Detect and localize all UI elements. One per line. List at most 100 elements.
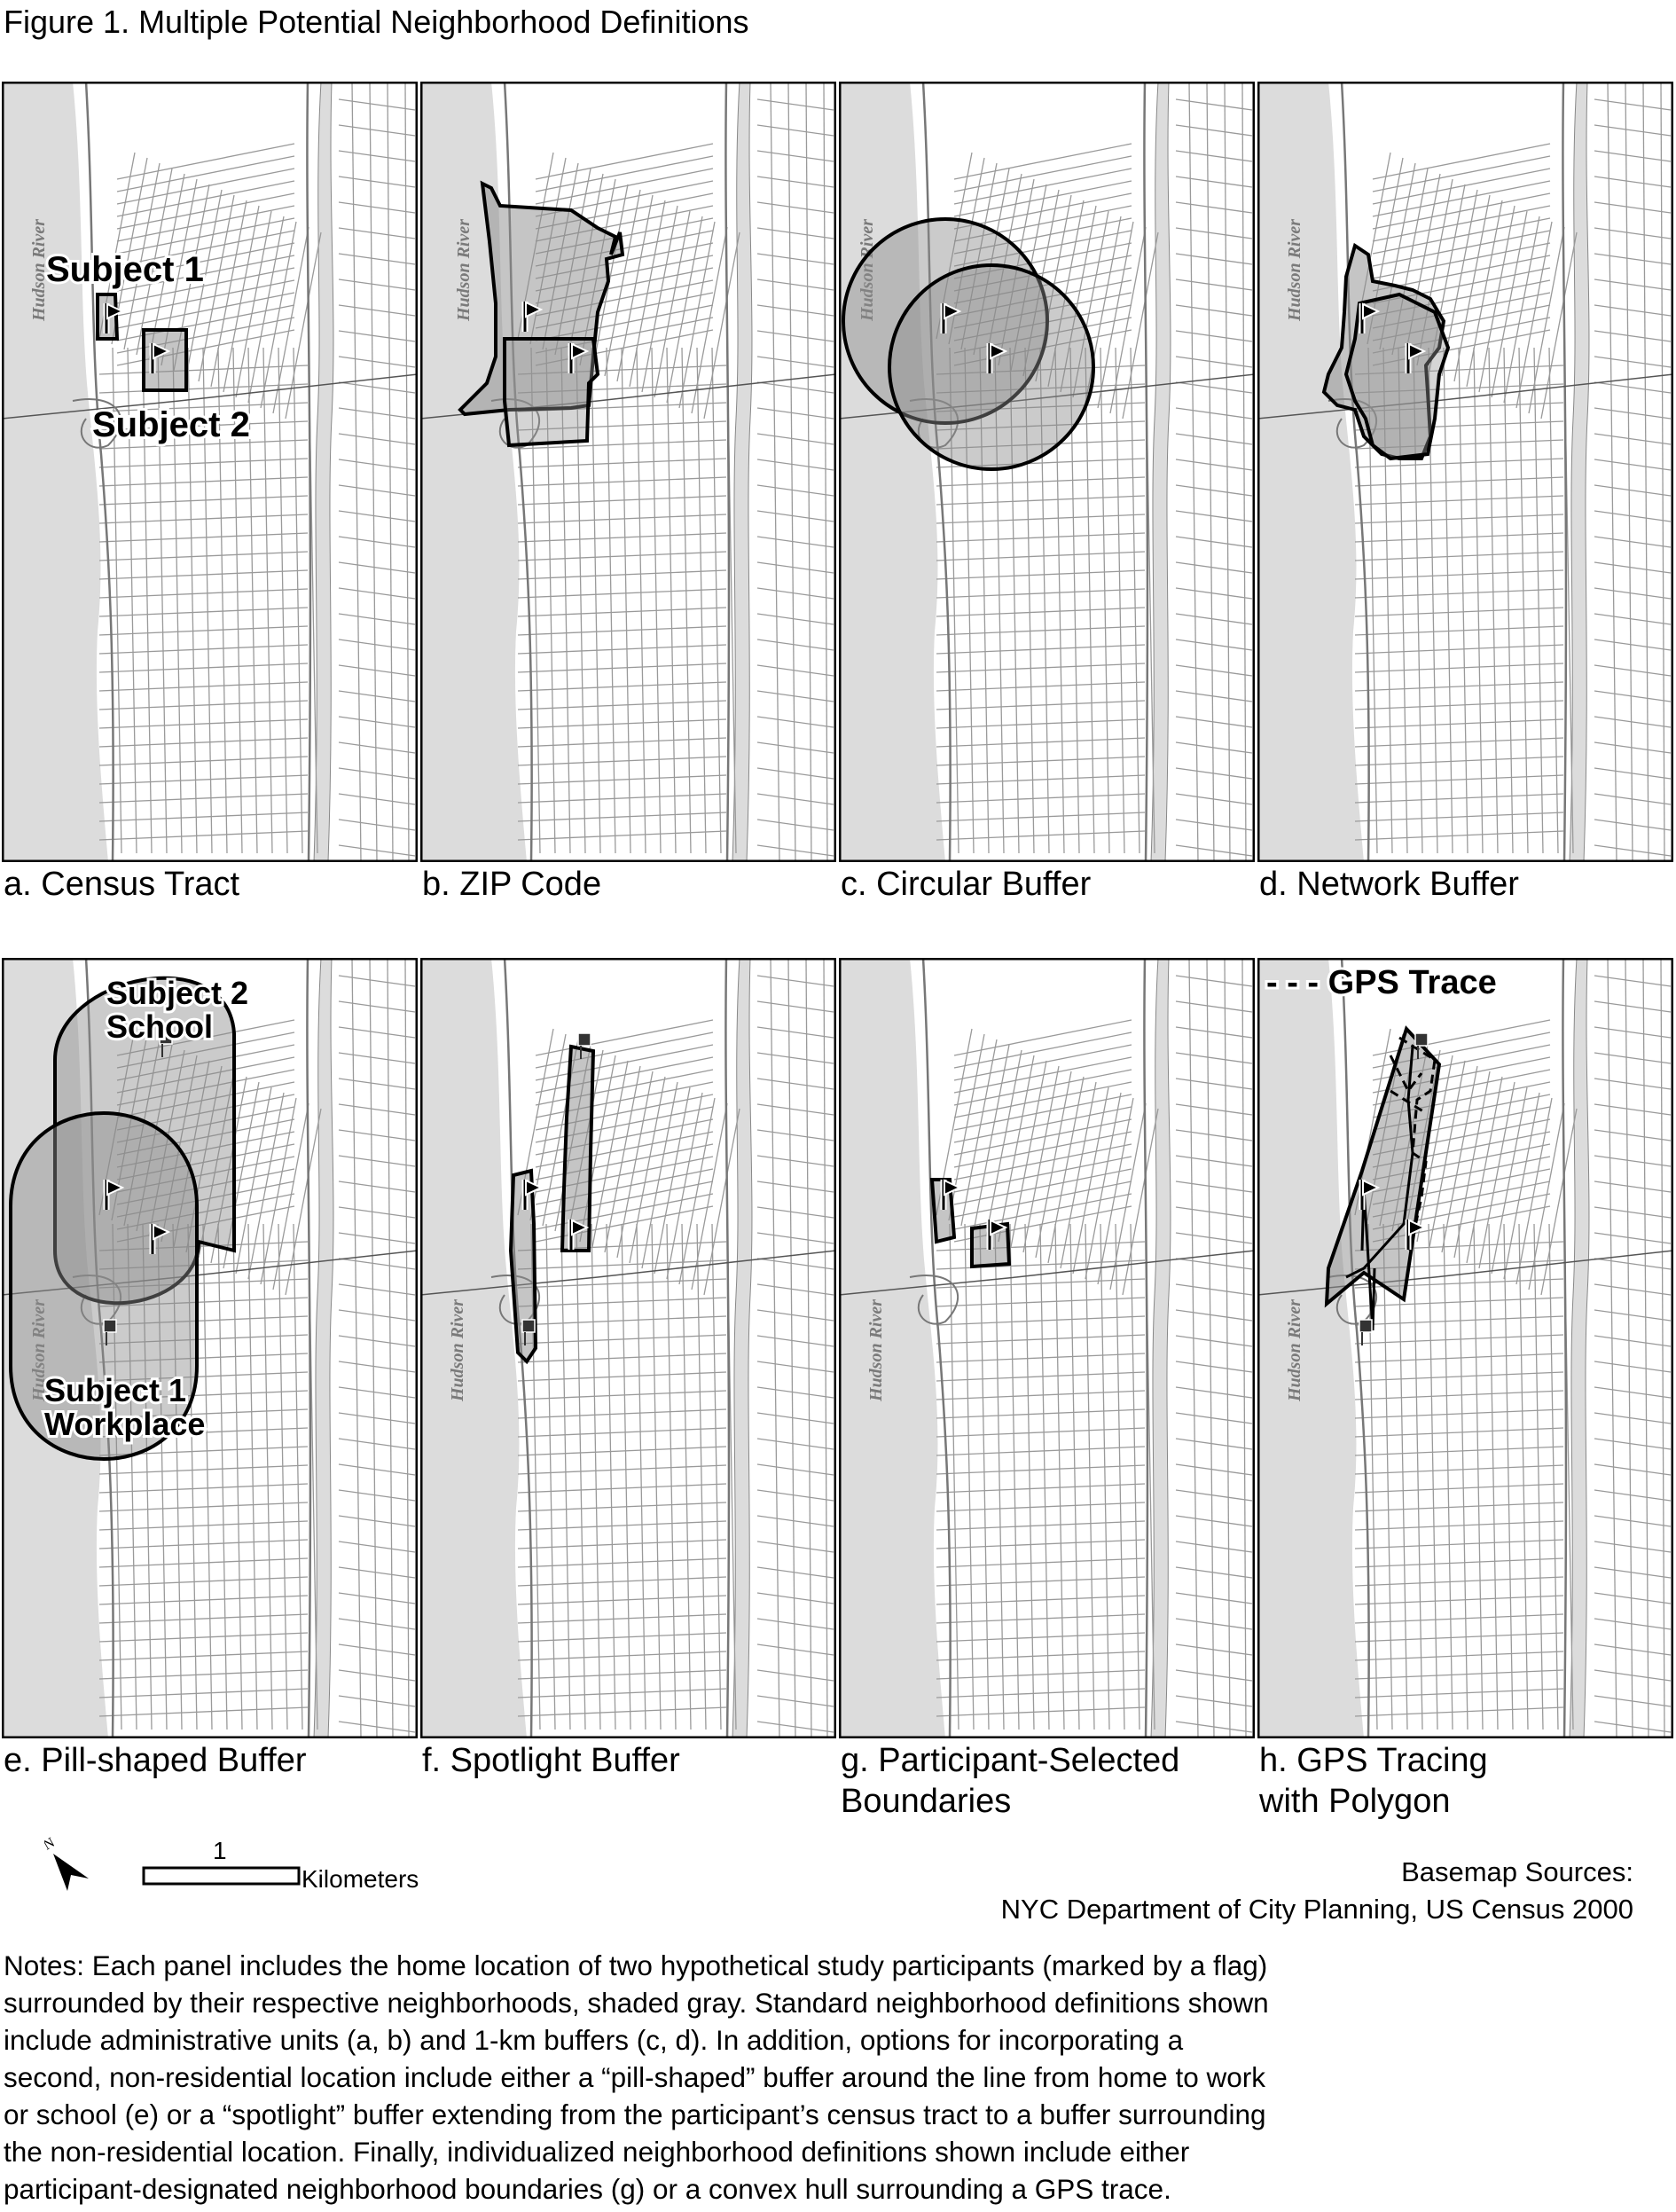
scale-bar: N 1 Kilometers: [41, 1827, 470, 1902]
harlem-river: [1150, 82, 1171, 862]
panel-frame: [839, 82, 1255, 862]
panel-caption-d: d. Network Buffer: [1259, 864, 1519, 905]
home-flag-icon-subject-1: [521, 1179, 544, 1210]
network-buffer-subject-2: [1343, 292, 1451, 461]
pill-buffer-subject-1: [9, 1111, 199, 1461]
panel-caption-c: c. Circular Buffer: [841, 864, 1091, 905]
workplace-label: Workplace: [44, 1406, 205, 1442]
caption-line-1: f. Spotlight Buffer: [422, 1742, 680, 1779]
home-flag-icon-subject-2: [568, 1219, 590, 1250]
scale-value: 1: [213, 1837, 227, 1864]
river-label: Hudson River: [29, 219, 49, 322]
harlem-river: [1150, 958, 1171, 1738]
map-panel-g: Hudson River: [839, 958, 1255, 1738]
river-label: Hudson River: [454, 219, 474, 322]
hudson-river: [1257, 958, 1364, 1738]
school-icon: [1414, 1032, 1429, 1059]
panel-caption-e: e. Pill-shaped Buffer: [4, 1740, 307, 1781]
map-panel-d: Hudson River: [1257, 82, 1673, 862]
highway: [420, 1250, 836, 1296]
home-flag-icon-subject-1: [103, 302, 125, 333]
zip-code-area: [458, 180, 625, 417]
home-flag-icon-subject-2: [568, 342, 590, 373]
river-label: Hudson River: [448, 1299, 467, 1402]
home-flag-icon-subject-1: [1359, 1179, 1381, 1210]
river-label: Hudson River: [29, 1299, 49, 1402]
home-flag-icon-subject-2: [149, 1223, 171, 1254]
caption-line-2: with Polygon: [1259, 1783, 1451, 1820]
figure-title: Figure 1. Multiple Potential Neighborhoo…: [4, 4, 749, 40]
caption-line-1: e. Pill-shaped Buffer: [4, 1742, 307, 1779]
subject-1-label: Subject 1: [46, 250, 204, 289]
highway: [1257, 1250, 1673, 1296]
subject-2-label: Subject 2: [106, 975, 248, 1011]
hudson-river: [1257, 82, 1364, 862]
map-panel-h: Hudson River- - - GPS Trace: [1257, 958, 1673, 1738]
home-flag-icon-subject-2: [986, 342, 1008, 373]
panel-caption-f: f. Spotlight Buffer: [422, 1740, 680, 1781]
notes-line-2: surrounded by their respective neighborh…: [4, 1987, 1269, 2019]
panel-frame: [420, 82, 836, 862]
hudson-river: [2, 82, 108, 862]
caption-line-1: a. Census Tract: [4, 866, 240, 903]
subject-2-label: Subject 2: [92, 405, 250, 444]
river-label: Hudson River: [1285, 1299, 1304, 1402]
pill-buffer-subject-2: [53, 976, 236, 1306]
north-label: N: [44, 1835, 58, 1854]
caption-line-1: h. GPS Tracing: [1259, 1742, 1488, 1779]
school-icon: [577, 1032, 591, 1059]
scale-rectangle: [142, 1866, 301, 1886]
home-flag-icon-subject-1: [940, 302, 962, 333]
panel-caption-a: a. Census Tract: [4, 864, 239, 905]
home-flag-icon-subject-2: [986, 1219, 1008, 1250]
school-label: School: [106, 1008, 213, 1045]
workplace-icon: [521, 1319, 536, 1345]
panel-frame: [1257, 958, 1673, 1738]
caption-line-1: b. ZIP Code: [422, 866, 602, 903]
river-label: Hudson River: [866, 1299, 886, 1402]
highway: [2, 373, 418, 420]
hudson-river: [839, 82, 945, 862]
panel-frame: [420, 958, 836, 1738]
basemap-sources: Basemap Sources: NYC Department of City …: [1001, 1854, 1633, 1928]
highway: [839, 1250, 1255, 1296]
scale-unit: Kilometers: [302, 1865, 419, 1893]
harlem-river: [313, 82, 334, 862]
panel-frame: [839, 958, 1255, 1738]
highway: [2, 1250, 418, 1296]
panel-caption-b: b. ZIP Code: [422, 864, 601, 905]
spotlight-buffer-subject-1: [508, 1168, 538, 1365]
map-panel-f: Hudson River: [420, 958, 836, 1738]
home-flag-icon-subject-1: [103, 1179, 125, 1210]
hudson-river: [839, 958, 945, 1738]
caption-line-2: Boundaries: [841, 1783, 1012, 1820]
hudson-river: [420, 958, 527, 1738]
harlem-river: [732, 958, 753, 1738]
home-flag-icon-subject-2: [149, 342, 171, 373]
panel-frame: [1257, 82, 1673, 862]
hudson-river: [2, 958, 108, 1738]
notes-line-1: Notes: Each panel includes the home loca…: [4, 1949, 1268, 1981]
gps-trace-dashed: [1389, 1036, 1437, 1251]
panel-frame: [2, 82, 418, 862]
school-icon: [159, 1031, 173, 1057]
caption-line-1: c. Circular Buffer: [841, 866, 1092, 903]
harlem-river: [732, 82, 753, 862]
home-flag-icon-subject-2: [1405, 342, 1427, 373]
notes-line-3: include administrative units (a, b) and …: [4, 2024, 1184, 2056]
map-panel-c: Hudson River: [839, 82, 1255, 862]
network-buffer-subject-1: [1321, 242, 1446, 460]
subject-1-label: Subject 1: [44, 1372, 186, 1408]
sources-line-1: Basemap Sources:: [1401, 1856, 1633, 1887]
sources-line-2: NYC Department of City Planning, US Cens…: [1000, 1894, 1633, 1925]
caption-line-1: g. Participant-Selected: [841, 1742, 1180, 1779]
north-arrow-icon: [53, 1854, 89, 1891]
river-label: Hudson River: [858, 219, 877, 322]
workplace-icon: [1359, 1319, 1373, 1345]
harlem-river: [1569, 958, 1590, 1738]
zip-code-area-2: [503, 337, 600, 448]
home-flag-icon-subject-1: [521, 301, 544, 332]
notes-line-6: the non-residential location. Finally, i…: [4, 2136, 1190, 2168]
